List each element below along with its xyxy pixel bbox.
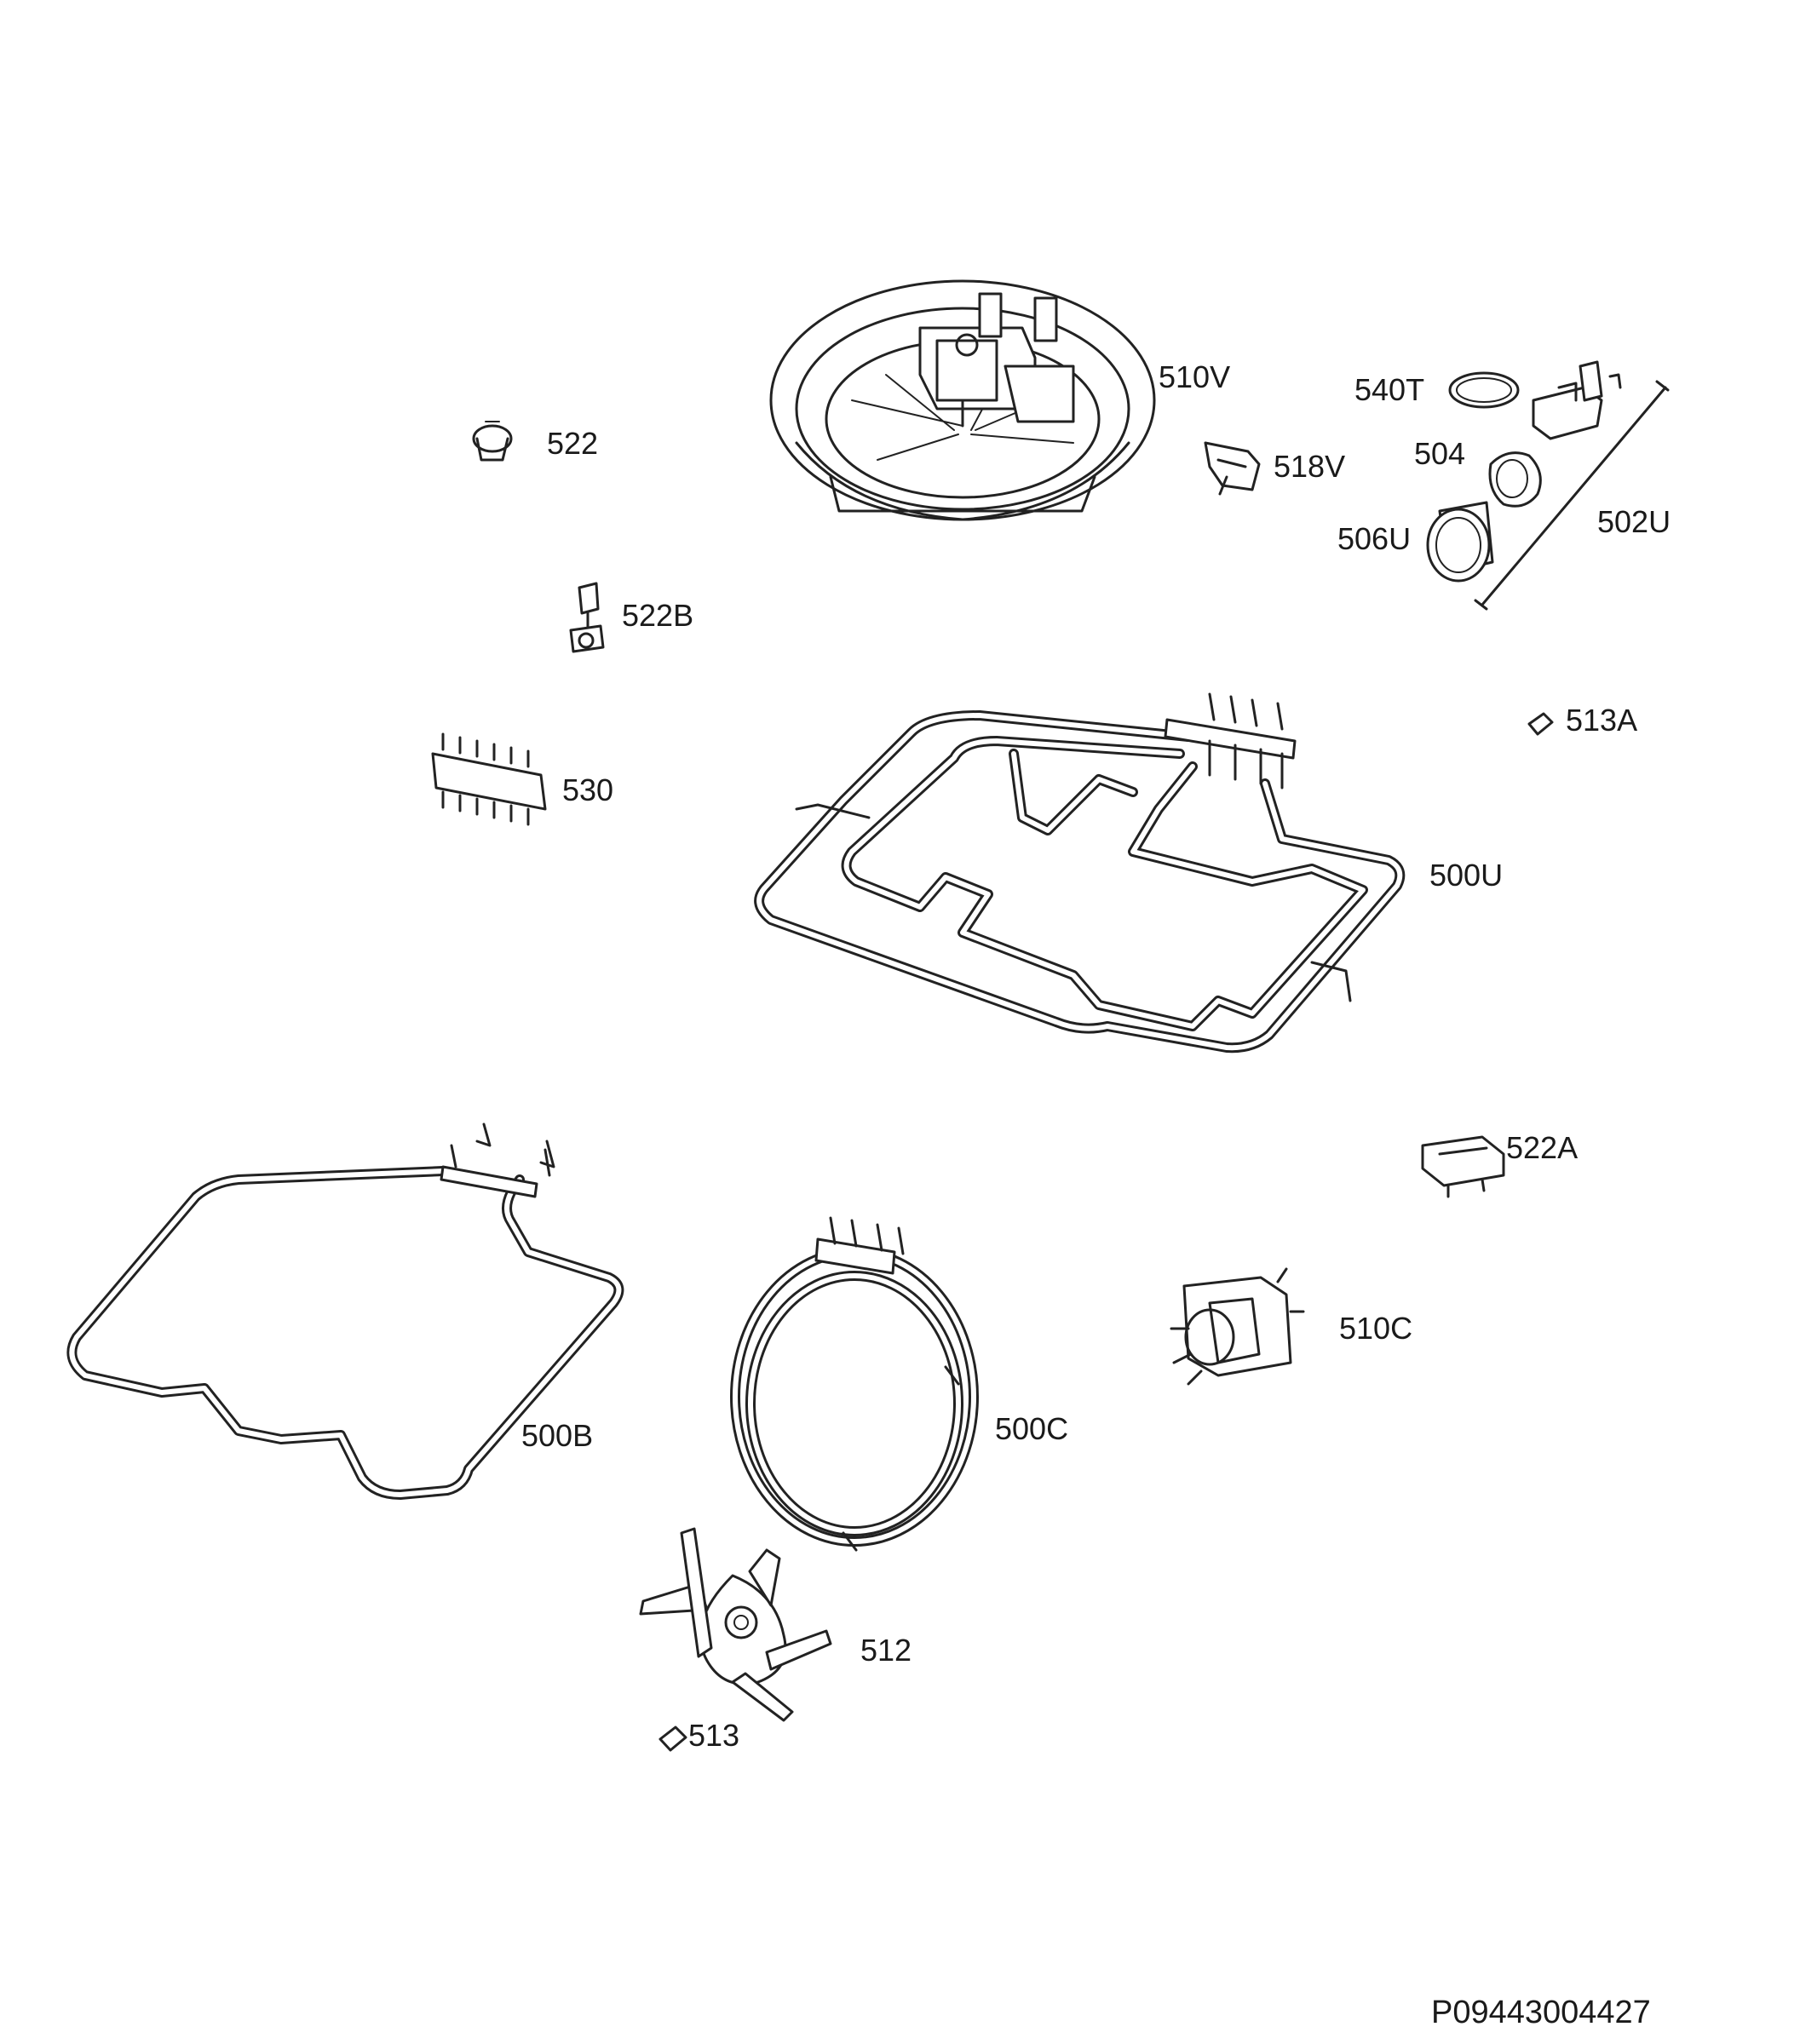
nut-icon (1527, 712, 1554, 736)
gasket-ring-icon (1448, 371, 1520, 409)
terminal-block-icon (431, 732, 547, 826)
part-label-522b: 522B (622, 598, 693, 633)
part-label-530: 530 (562, 772, 613, 807)
part-label-513a: 513A (1566, 703, 1637, 738)
convection-fan-assembly-icon (769, 279, 1156, 521)
lamp-holder-icon (1474, 360, 1670, 611)
part-label-510v: 510V (1159, 359, 1230, 394)
part-label-540t: 540T (1354, 372, 1424, 407)
diagram-code: P09443004427 (1431, 1995, 1651, 2030)
lamp-bulb-icon (1488, 451, 1542, 508)
part-label-500b: 500B (521, 1418, 593, 1453)
part-label-522a: 522A (1506, 1130, 1578, 1165)
fan-blade-icon (639, 1527, 832, 1722)
part-label-510c: 510C (1339, 1311, 1412, 1346)
part-label-500c: 500C (995, 1411, 1068, 1446)
part-label-518v: 518V (1274, 449, 1345, 484)
part-label-513: 513 (688, 1718, 739, 1753)
circular-heating-element-icon (730, 1216, 979, 1552)
part-label-500u: 500U (1429, 858, 1503, 893)
part-label-502u: 502U (1597, 504, 1671, 539)
bottom-heating-element-icon (66, 1122, 624, 1500)
safety-thermostat-icon (1421, 1135, 1505, 1198)
part-label-504: 504 (1414, 436, 1465, 471)
clip-icon (472, 421, 513, 462)
upper-heating-element-icon (754, 692, 1406, 1054)
nut-icon (658, 1725, 687, 1752)
cooling-fan-motor-icon (1170, 1267, 1305, 1386)
lamp-cover-icon (1426, 501, 1494, 583)
thermostat-icon (569, 582, 605, 653)
bracket-icon (1204, 441, 1261, 496)
part-label-522: 522 (547, 426, 598, 461)
part-label-512: 512 (860, 1633, 912, 1668)
part-label-506u: 506U (1337, 521, 1411, 556)
